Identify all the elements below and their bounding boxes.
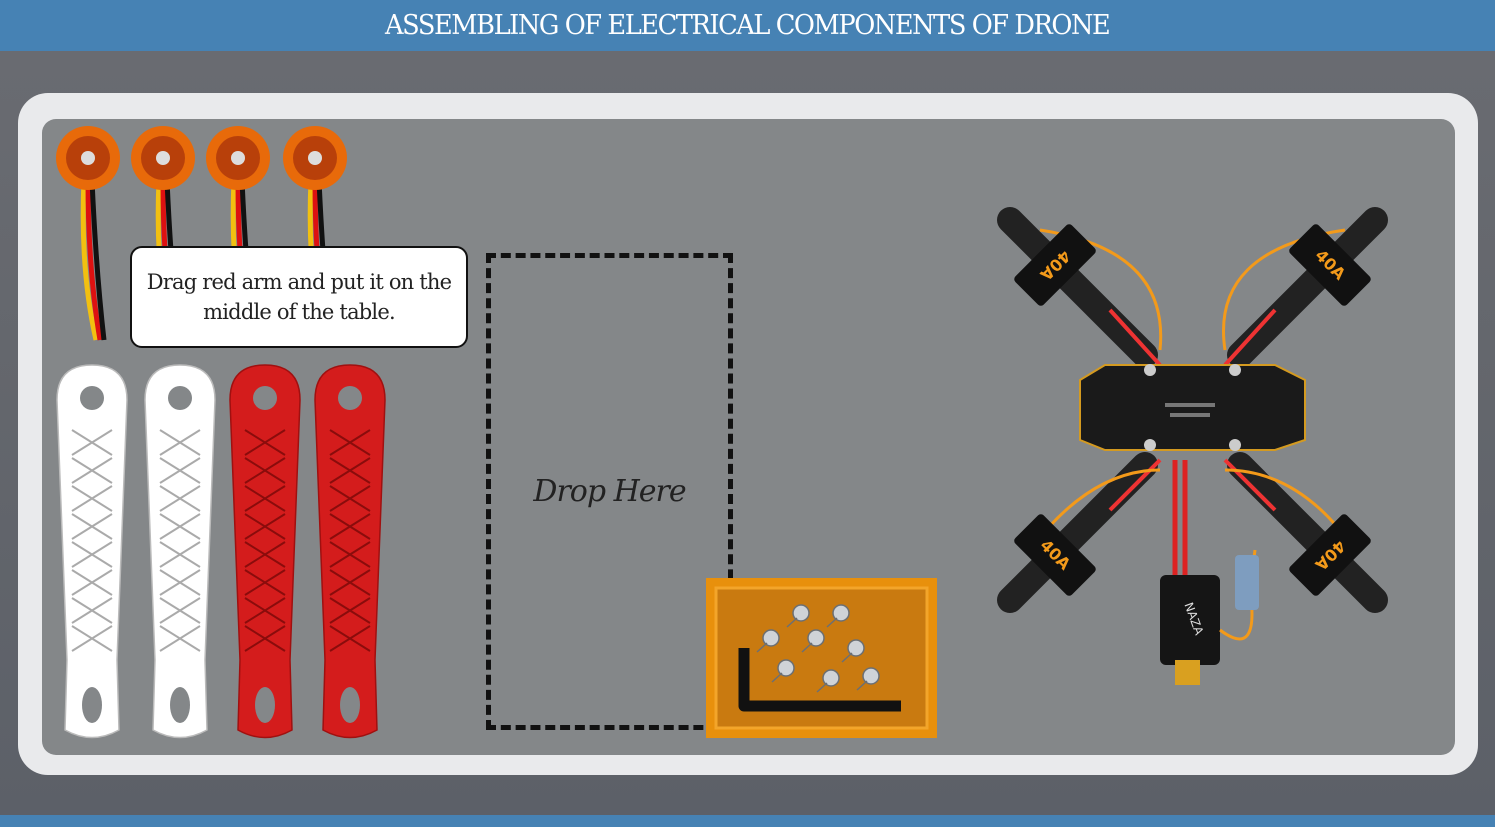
- arm-red-4[interactable]: [314, 364, 386, 739]
- header-bar: ASSEMBLING OF ELECTRICAL COMPONENTS OF D…: [0, 0, 1495, 51]
- instruction-text: Drag red arm and put it on the middle of…: [146, 270, 452, 324]
- screws: [756, 604, 880, 693]
- hex-key-icon: [738, 648, 901, 712]
- motor-1[interactable]: [56, 126, 120, 341]
- esc-4[interactable]: 40A: [1288, 513, 1373, 598]
- page-title: ASSEMBLING OF ELECTRICAL COMPONENTS OF D…: [385, 10, 1111, 41]
- arms-group: [56, 364, 386, 739]
- arm-white-2[interactable]: [144, 364, 216, 739]
- drop-zone[interactable]: Drop Here: [486, 253, 733, 730]
- screw-tray[interactable]: [706, 578, 937, 738]
- esc-3[interactable]: 40A: [1013, 513, 1098, 598]
- esc-2[interactable]: 40A: [1288, 223, 1373, 308]
- drop-zone-label: Drop Here: [533, 474, 686, 509]
- arm-white-1[interactable]: [56, 364, 128, 739]
- footer-bar: [0, 815, 1495, 827]
- instruction-tooltip: Drag red arm and put it on the middle of…: [130, 246, 468, 348]
- arm-red-3[interactable]: [229, 364, 301, 739]
- esc-1[interactable]: 40A: [1013, 223, 1098, 308]
- flight-controller: [1160, 575, 1220, 665]
